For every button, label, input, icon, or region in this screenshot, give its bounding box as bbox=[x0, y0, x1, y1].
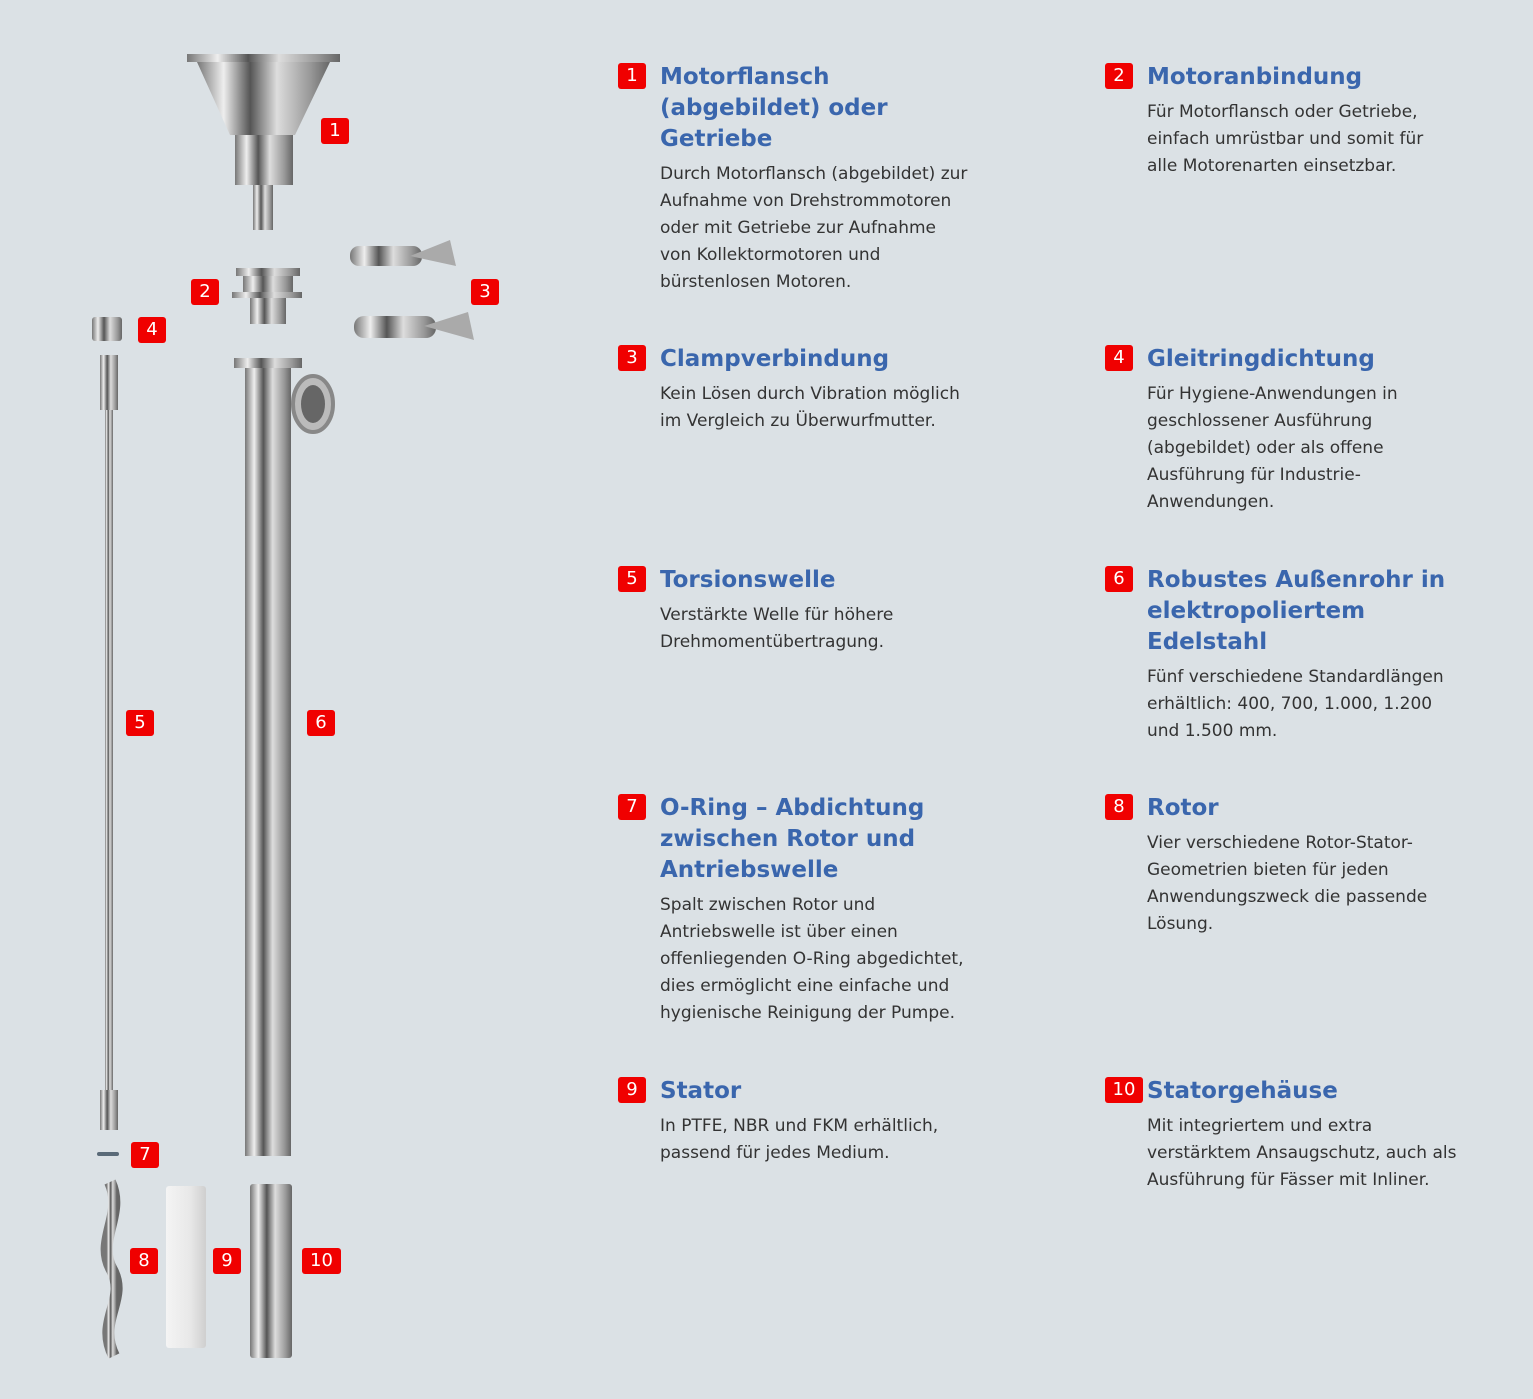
part-title: Gleitringdichtung bbox=[1147, 346, 1375, 372]
number-badge: 3 bbox=[618, 345, 646, 371]
callout-badge-10: 10 bbox=[302, 1248, 341, 1274]
part-text: Verstärkte Welle für höhere Drehmomentüb… bbox=[660, 605, 894, 652]
number-badge: 8 bbox=[1105, 794, 1133, 820]
outer-tube-part bbox=[234, 358, 335, 1156]
motor-connection-part bbox=[232, 268, 302, 324]
part-title: Statorgehäuse bbox=[1147, 1078, 1338, 1104]
number-badge: 10 bbox=[1105, 1077, 1143, 1103]
number-badge: 5 bbox=[618, 566, 646, 592]
callout-badge-6: 6 bbox=[307, 710, 335, 736]
number-badge: 1 bbox=[618, 63, 646, 89]
part-text: Mit integriertem und extra verstärktem A… bbox=[1147, 1116, 1457, 1190]
part-text: Spalt zwischen Rotor und Antriebswelle i… bbox=[660, 895, 964, 1023]
part-description-8: 8 Rotor Vier verschiedene Rotor-Stator-G… bbox=[1105, 793, 1457, 938]
torsion-shaft-part bbox=[100, 355, 118, 1130]
callout-badge-8: 8 bbox=[130, 1248, 158, 1274]
part-description-2: 2 Motoranbindung Für Motorflansch oder G… bbox=[1105, 62, 1457, 180]
part-text: Für Motorflansch oder Getriebe, einfach … bbox=[1147, 102, 1424, 176]
part-text: Für Hygiene-Anwendungen in geschlossener… bbox=[1147, 384, 1398, 512]
part-description-9: 9 Stator In PTFE, NBR und FKM erhältlich… bbox=[618, 1076, 970, 1167]
part-title: Clampverbindung bbox=[660, 346, 890, 372]
callout-badge-4: 4 bbox=[138, 317, 166, 343]
part-text: Fünf verschiedene Standardlängen erhältl… bbox=[1147, 667, 1444, 741]
o-ring-part bbox=[97, 1152, 119, 1156]
motor-flange-part bbox=[187, 54, 340, 230]
part-text: Durch Motorflansch (abgebildet) zur Aufn… bbox=[660, 164, 968, 292]
callout-badge-9: 9 bbox=[213, 1248, 241, 1274]
stator-part bbox=[166, 1186, 206, 1348]
part-description-1: 1 Motorflansch (abgebildet) oder Getrieb… bbox=[618, 62, 970, 296]
callout-badge-1: 1 bbox=[321, 118, 349, 144]
callout-badge-2: 2 bbox=[191, 279, 219, 305]
part-title: Torsionswelle bbox=[660, 567, 836, 593]
part-title: O-Ring – Abdichtung zwischen Rotor und A… bbox=[660, 795, 925, 883]
number-badge: 9 bbox=[618, 1077, 646, 1103]
mechanical-seal-part bbox=[92, 317, 122, 341]
callout-badge-5: 5 bbox=[126, 710, 154, 736]
part-text: In PTFE, NBR und FKM erhältlich, passend… bbox=[660, 1116, 939, 1163]
part-description-5: 5 Torsionswelle Verstärkte Welle für höh… bbox=[618, 565, 970, 656]
number-badge: 6 bbox=[1105, 566, 1133, 592]
part-title: Motoranbindung bbox=[1147, 64, 1363, 90]
part-text: Kein Lösen durch Vibration möglich im Ve… bbox=[660, 384, 960, 431]
callout-badge-7: 7 bbox=[131, 1142, 159, 1168]
callout-badge-3: 3 bbox=[471, 279, 499, 305]
pump-exploded-illustration bbox=[92, 54, 474, 1359]
part-title: Rotor bbox=[1147, 795, 1219, 821]
part-title: Motorflansch (abgebildet) oder Getriebe bbox=[660, 64, 888, 152]
part-description-4: 4 Gleitringdichtung Für Hygiene-Anwendun… bbox=[1105, 344, 1457, 516]
stator-housing-part bbox=[250, 1184, 292, 1358]
part-description-7: 7 O-Ring – Abdichtung zwischen Rotor und… bbox=[618, 793, 970, 1027]
number-badge: 2 bbox=[1105, 63, 1133, 89]
number-badge: 4 bbox=[1105, 345, 1133, 371]
rotor-part bbox=[100, 1179, 123, 1359]
part-description-6: 6 Robustes Außenrohr in elektropoliertem… bbox=[1105, 565, 1457, 745]
part-description-3: 3 Clampverbindung Kein Lösen durch Vibra… bbox=[618, 344, 970, 435]
part-text: Vier verschiedene Rotor-Stator-Geometrie… bbox=[1147, 833, 1428, 934]
clamp-part bbox=[350, 240, 474, 340]
part-title: Robustes Außenrohr in elektropoliertem E… bbox=[1147, 567, 1446, 655]
number-badge: 7 bbox=[618, 794, 646, 820]
part-description-10: 10 Statorgehäuse Mit integriertem und ex… bbox=[1105, 1076, 1457, 1194]
part-title: Stator bbox=[660, 1078, 742, 1104]
